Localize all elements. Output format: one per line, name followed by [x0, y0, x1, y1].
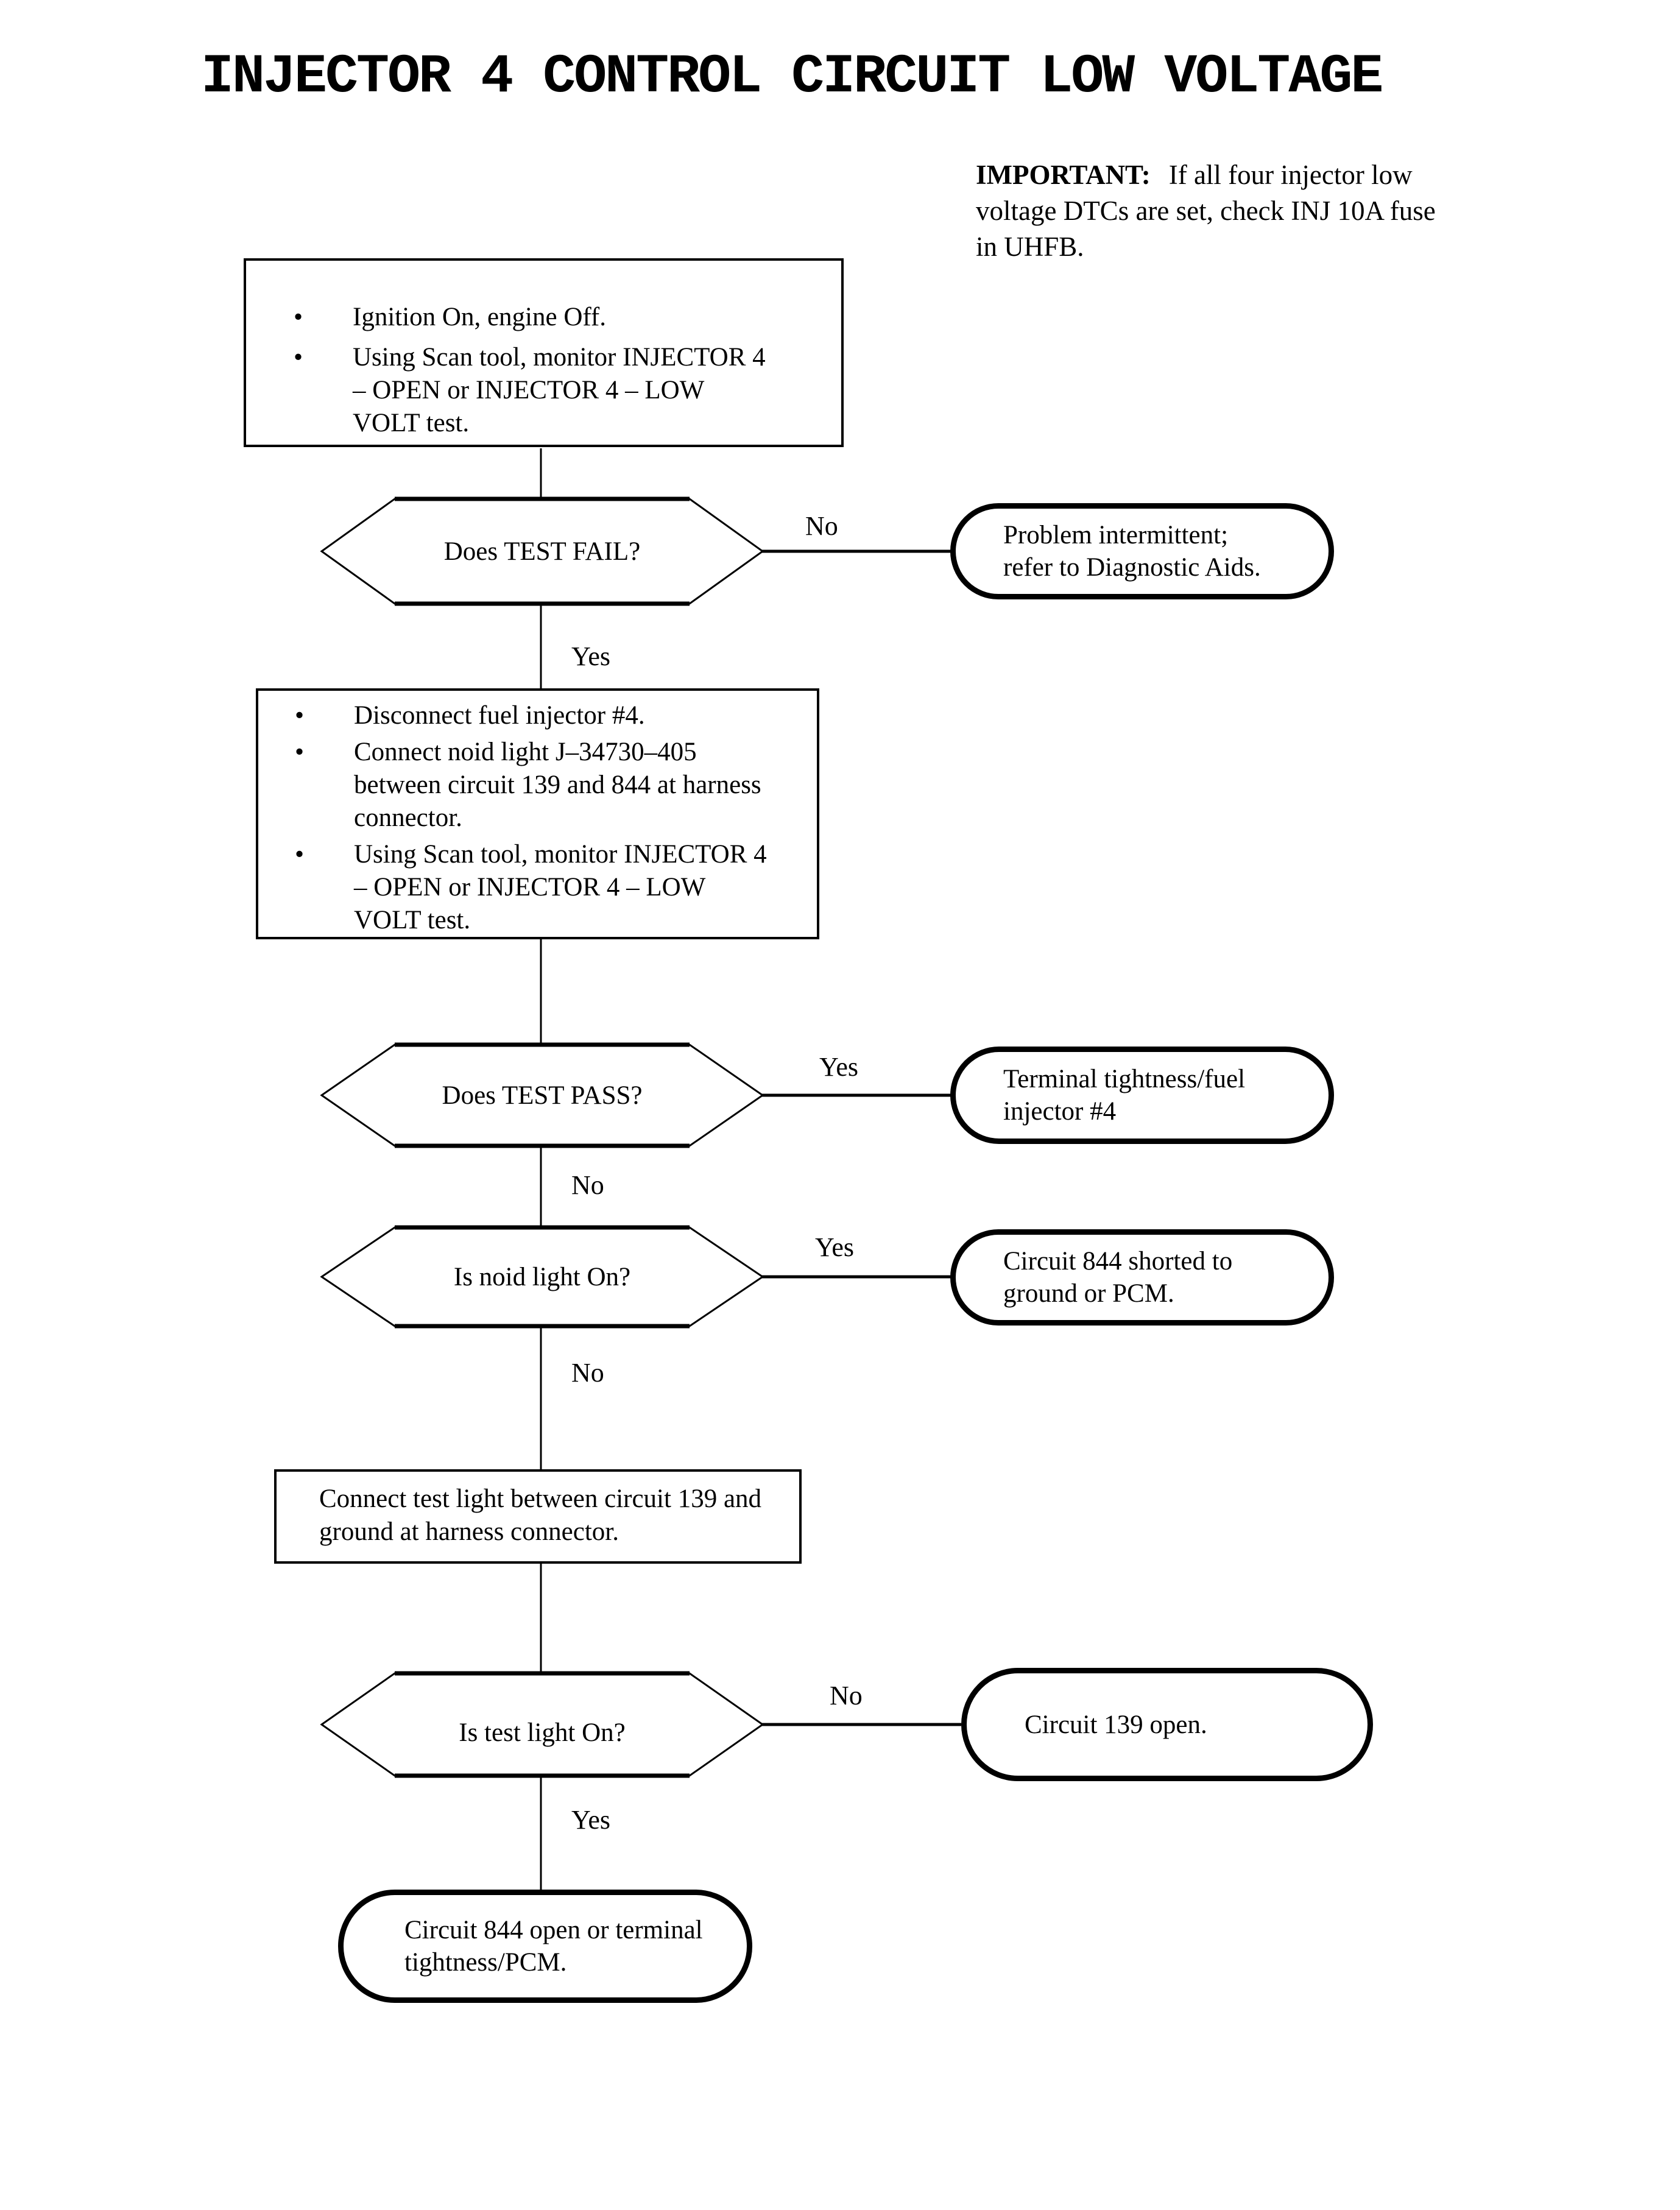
bullet-text: Ignition On, engine Off.	[353, 303, 606, 331]
bullet-text: between circuit 139 and 844 at harness	[354, 771, 761, 799]
edge-label-no: No	[571, 1358, 604, 1388]
decision-question-test-fail: Does TEST FAIL?	[443, 537, 641, 566]
edge-label-yes: Yes	[571, 641, 611, 671]
bullet-text: Using Scan tool, monitor INJECTOR 4	[354, 840, 767, 869]
bullet-text: Disconnect fuel injector #4.	[354, 701, 645, 730]
bullet-text: VOLT test.	[353, 409, 470, 437]
result-text-line: ground or PCM.	[1003, 1279, 1174, 1308]
important-text: If all four injector low voltage DTCs ar…	[976, 160, 1436, 262]
result-text-line: injector #4	[1003, 1097, 1117, 1126]
bullet-icon: •	[294, 343, 303, 372]
bullet-item: • Disconnect fuel injector #4.	[295, 699, 808, 732]
bullet-text: VOLT test.	[354, 906, 471, 934]
bullet-icon: •	[295, 840, 305, 869]
bullet-item: • Ignition On, engine Off.	[294, 301, 829, 334]
decision-question-test-light: Is test light On?	[459, 1718, 626, 1747]
edge-label-no: No	[830, 1681, 863, 1710]
bullet-text: connector.	[354, 803, 462, 832]
process-box-connect-test-light: Connect test light between circuit 139 a…	[274, 1469, 802, 1564]
important-label: IMPORTANT:	[976, 160, 1151, 190]
page-title: INJECTOR 4 CONTROL CIRCUIT LOW VOLTAGE	[201, 46, 1383, 108]
process-text-line: Connect test light between circuit 139 a…	[319, 1485, 762, 1513]
edge-label-no: No	[571, 1170, 604, 1200]
result-text-line: Circuit 139 open.	[1025, 1710, 1207, 1739]
result-text-line: Terminal tightness/fuel	[1003, 1065, 1246, 1093]
decision-hexagon-test-fail	[320, 496, 764, 606]
bullet-item: • Using Scan tool, monitor INJECTOR 4 – …	[295, 838, 808, 937]
bullet-item: • Connect noid light J–34730–405 between…	[295, 736, 808, 835]
result-text-line: Circuit 844 shorted to	[1003, 1247, 1233, 1276]
bullet-icon: •	[294, 303, 303, 331]
result-problem-intermittent: Problem intermittent; refer to Diagnosti…	[950, 503, 1334, 599]
bullet-text: – OPEN or INJECTOR 4 – LOW	[354, 873, 706, 902]
bullet-text: Connect noid light J–34730–405	[354, 738, 697, 766]
edge-label-yes: Yes	[819, 1052, 859, 1082]
edge-label-no: No	[805, 511, 838, 541]
edge-label-yes: Yes	[571, 1805, 611, 1835]
result-circuit-844-open: Circuit 844 open or terminal tightness/P…	[338, 1890, 752, 2003]
decision-question-noid-light: Is noid light On?	[453, 1262, 631, 1291]
bullet-icon: •	[295, 701, 305, 730]
process-box-setup: • Ignition On, engine Off. • Using Scan …	[244, 258, 844, 447]
result-terminal-tightness: Terminal tightness/fuel injector #4	[950, 1047, 1334, 1144]
edge-label-yes: Yes	[815, 1232, 855, 1262]
important-note: IMPORTANT:If all four injector low volta…	[976, 157, 1439, 265]
result-text-line: Circuit 844 open or terminal	[404, 1916, 703, 1944]
bullet-text: Using Scan tool, monitor INJECTOR 4	[353, 343, 766, 372]
decision-question-test-pass: Does TEST PASS?	[442, 1081, 643, 1110]
result-circuit-139-open: Circuit 139 open.	[961, 1668, 1373, 1781]
bullet-text: – OPEN or INJECTOR 4 – LOW	[353, 376, 705, 404]
bullet-icon: •	[295, 738, 305, 766]
decision-hexagon-test-pass	[320, 1042, 764, 1148]
process-text-line: ground at harness connector.	[319, 1517, 619, 1546]
decision-hexagon-test-light	[320, 1671, 764, 1778]
bullet-item: • Using Scan tool, monitor INJECTOR 4 – …	[294, 341, 829, 440]
process-box-connect-noid-light: • Disconnect fuel injector #4. • Connect…	[256, 688, 819, 939]
decision-hexagon-noid-light	[320, 1225, 764, 1329]
result-text-line: tightness/PCM.	[404, 1948, 567, 1977]
result-text-line: refer to Diagnostic Aids.	[1003, 553, 1261, 582]
result-circuit-844-shorted: Circuit 844 shorted to ground or PCM.	[950, 1229, 1334, 1326]
result-text-line: Problem intermittent;	[1003, 521, 1229, 549]
